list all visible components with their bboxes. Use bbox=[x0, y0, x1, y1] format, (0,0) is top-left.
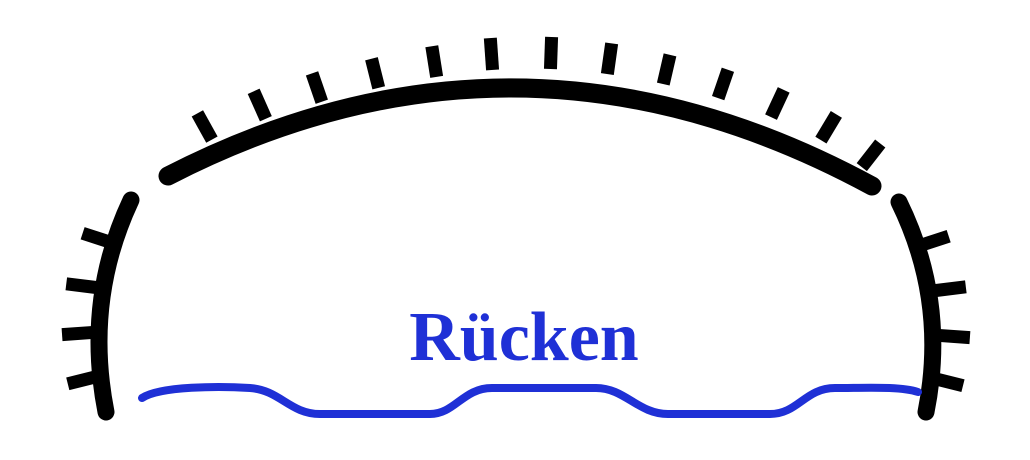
toothed-top-arc bbox=[158, 36, 886, 196]
right-arc-band bbox=[890, 193, 942, 421]
tooth bbox=[61, 325, 94, 342]
toothed-right-arc bbox=[890, 193, 971, 421]
tooth bbox=[656, 53, 677, 86]
left-arc-teeth bbox=[61, 227, 115, 391]
tooth bbox=[931, 371, 965, 393]
tooth bbox=[191, 110, 218, 143]
left-arc-band bbox=[90, 191, 140, 421]
right-arc-teeth bbox=[917, 230, 971, 393]
tooth bbox=[934, 280, 967, 298]
tooth bbox=[917, 230, 951, 252]
tooth bbox=[765, 87, 790, 120]
tooth bbox=[856, 139, 886, 172]
top-arc-teeth bbox=[191, 36, 886, 172]
tooth bbox=[712, 67, 735, 101]
tooth bbox=[365, 57, 386, 90]
tooth bbox=[65, 277, 98, 295]
tooth bbox=[600, 42, 619, 75]
tooth bbox=[305, 71, 328, 104]
tooth bbox=[66, 369, 100, 391]
blue-wavy-baseline bbox=[138, 383, 922, 418]
tooth bbox=[483, 37, 500, 71]
tooth bbox=[543, 36, 559, 70]
top-arc-band bbox=[158, 78, 882, 196]
tooth bbox=[247, 88, 272, 122]
tooth bbox=[425, 45, 444, 78]
figure-label-ruecken: Rücken bbox=[409, 299, 638, 376]
tooth bbox=[80, 227, 115, 250]
toothed-left-arc bbox=[61, 191, 140, 421]
tooth bbox=[815, 111, 842, 144]
tooth bbox=[938, 328, 971, 345]
